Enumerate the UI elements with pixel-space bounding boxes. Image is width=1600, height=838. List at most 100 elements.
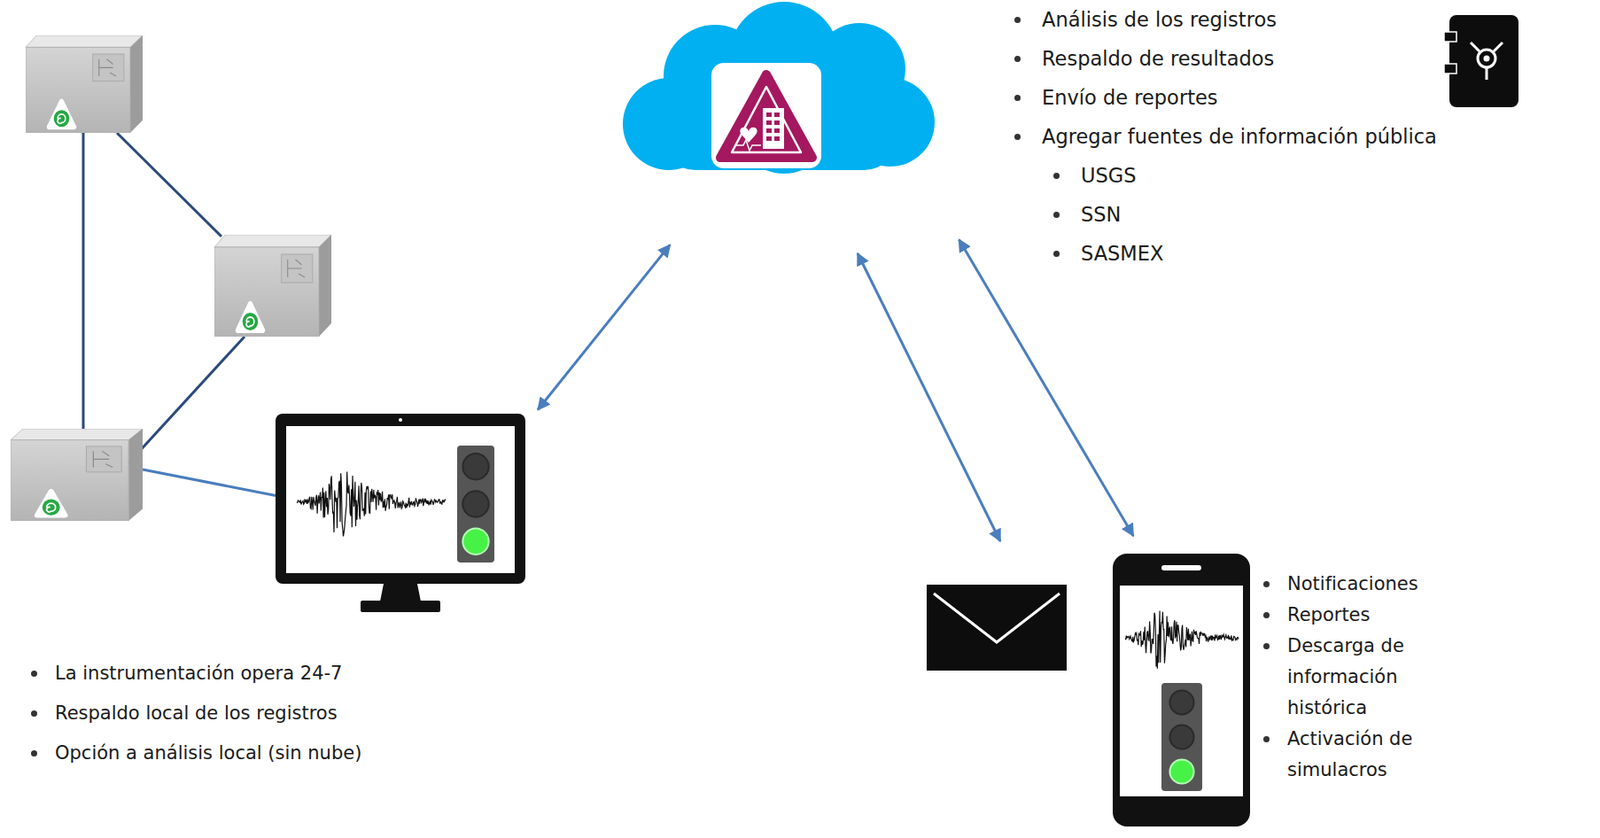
bullet-item: Activación de simulacros — [1263, 723, 1441, 786]
bullet-dot — [1263, 643, 1270, 650]
green-light — [462, 528, 489, 555]
traffic-light — [1161, 683, 1203, 792]
bullet-text: Análisis de los registros — [1041, 0, 1277, 39]
envelope-arrow — [857, 253, 1001, 542]
bullet-item: Agregar fuentes de información pública — [1014, 116, 1600, 156]
network-wire — [127, 336, 245, 465]
monitor-node: La instrumentación opera 24-7Respaldo lo… — [275, 413, 526, 613]
waveform — [1125, 611, 1239, 669]
off-light — [462, 453, 489, 480]
heartbeat — [736, 139, 762, 151]
off-light — [462, 490, 489, 517]
building — [762, 108, 785, 149]
monitor-picture — [275, 413, 526, 613]
bullet-list: NotificacionesReportesDescarga de inform… — [1263, 568, 1441, 786]
heart — [739, 127, 757, 143]
gateway-antenna — [1470, 42, 1503, 80]
bullet-text: Reportes — [1287, 599, 1370, 631]
phone-picture — [1112, 553, 1251, 827]
bullet-dot — [1014, 133, 1021, 140]
app-icon — [711, 62, 822, 169]
bullet-item: SASMEX — [1053, 233, 1600, 273]
bullet-text: Opción a análisis local (sin nube) — [54, 733, 362, 774]
bullet-dot — [1014, 94, 1021, 101]
building-window — [766, 120, 772, 125]
bullet-text: La instrumentación opera 24-7 — [54, 653, 342, 694]
bullet-text: Envío de reportes — [1041, 77, 1219, 117]
app-icon-triangle — [720, 74, 813, 158]
bullet-item: Análisis de los registros — [1014, 0, 1600, 39]
bullet-item: Notificaciones — [1263, 568, 1441, 600]
bullet-dot — [31, 670, 38, 677]
building-window — [774, 128, 780, 133]
bullet-dot — [31, 750, 38, 757]
cloud-node: Análisis de los registrosRespaldo de res… — [606, 0, 940, 174]
cloud-picture — [606, 0, 940, 174]
bullet-dot — [1014, 55, 1021, 63]
bullet-item: La instrumentación opera 24-7 — [31, 653, 563, 694]
monitor-screen — [286, 426, 515, 574]
phone-node: NotificacionesReportesDescarga de inform… — [1112, 553, 1251, 827]
building-window — [774, 112, 780, 117]
light-housing — [457, 445, 495, 563]
building-window — [774, 120, 780, 125]
envelope-body — [926, 584, 1067, 671]
sensor-box — [25, 35, 143, 133]
envelope-flap — [933, 593, 1060, 643]
off-light — [1169, 690, 1194, 715]
bullet-text: SASMEX — [1080, 233, 1164, 273]
building-window — [766, 112, 772, 117]
gateway-target — [1483, 55, 1491, 63]
traffic-light — [457, 445, 495, 563]
building-window — [774, 136, 780, 141]
bullet-dot — [31, 710, 38, 717]
bullet-item: Opción a análisis local (sin nube) — [31, 733, 563, 774]
building-window — [766, 128, 772, 133]
network-wire — [82, 132, 86, 429]
sync-arrow — [537, 244, 670, 410]
bullet-text: Notificaciones — [1287, 568, 1419, 600]
monitor-bezel — [275, 413, 526, 584]
sensor-box — [214, 234, 332, 337]
monitor-wire — [142, 469, 279, 497]
off-light — [1169, 724, 1194, 749]
bullet-text: SSN — [1080, 194, 1121, 234]
bullet-dot — [1053, 172, 1060, 179]
bullet-text: Respaldo local de los registros — [54, 693, 338, 734]
monitor-neck — [380, 583, 421, 602]
gateway-icon — [1444, 15, 1519, 108]
gateway-target — [1477, 49, 1496, 68]
gateway-port — [1444, 31, 1457, 42]
envelope-icon — [926, 584, 1067, 671]
light-housing — [1161, 683, 1203, 792]
bullet-list: Análisis de los registrosRespaldo de res… — [1014, 0, 1600, 273]
bullet-list: La instrumentación opera 24-7Respaldo lo… — [31, 653, 563, 774]
network-wire — [116, 132, 222, 237]
bullet-dot — [1263, 581, 1270, 588]
bullet-item: Reportes — [1263, 599, 1441, 631]
bullet-dot — [1053, 211, 1060, 218]
bullet-item: Envío de reportes — [1014, 77, 1600, 117]
bullet-item: USGS — [1053, 155, 1600, 195]
phone-screen — [1119, 585, 1243, 797]
phone-body — [1112, 553, 1251, 827]
phone-speaker — [1161, 565, 1202, 571]
bullet-item: Respaldo de resultados — [1014, 38, 1600, 78]
camera-dot — [398, 418, 403, 422]
bullet-dot — [1053, 250, 1060, 257]
bullet-dot — [1014, 16, 1021, 24]
cloud-shape — [622, 1, 935, 174]
waveform — [296, 471, 446, 536]
bullet-text: Agregar fuentes de información pública — [1041, 116, 1437, 156]
bullet-text: USGS — [1080, 155, 1136, 195]
monitor-base — [360, 600, 441, 613]
bullet-text: Respaldo de resultados — [1041, 38, 1274, 78]
green-light — [1169, 759, 1194, 784]
bullet-item: Descarga de información histórica — [1263, 630, 1441, 724]
app-icon-outline — [731, 86, 801, 153]
bullet-text: Descarga de información histórica — [1287, 630, 1441, 724]
gateway-port — [1444, 63, 1457, 74]
building-window — [766, 136, 772, 141]
bullet-text: Activación de simulacros — [1287, 723, 1441, 786]
